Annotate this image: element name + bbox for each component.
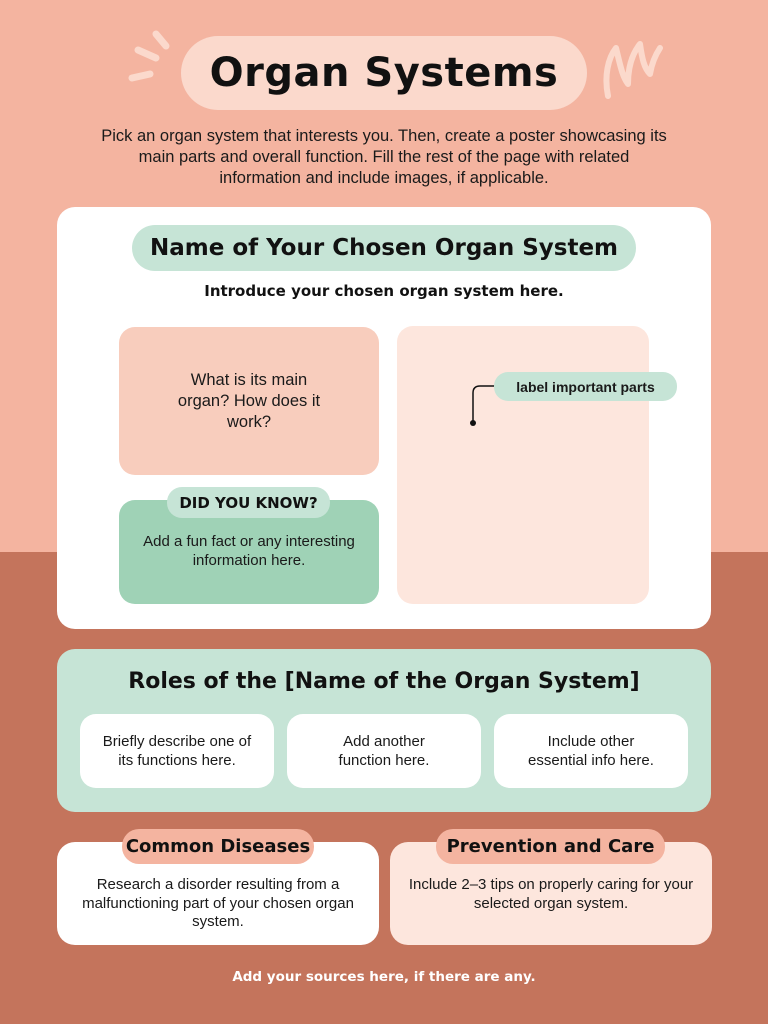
label-callout-text: label important parts [516, 378, 655, 395]
diseases-badge: Common Diseases [122, 829, 314, 864]
prevention-text: Include 2–3 tips on properly caring for … [408, 876, 694, 912]
main-organ-box: What is its main organ? How does it work… [119, 327, 379, 475]
prevention-heading: Prevention and Care [446, 836, 655, 857]
sources-text: Add your sources here, if there are any. [232, 969, 536, 985]
image-placeholder [397, 326, 649, 604]
did-you-know-label: DID YOU KNOW? [179, 493, 318, 512]
role-card-text: Include other essential info here. [528, 733, 654, 769]
sparkle-lines-icon [128, 30, 170, 82]
system-name-heading: Name of Your Chosen Organ System [149, 235, 619, 261]
role-card-text: Add another function here. [338, 733, 430, 769]
label-connector-icon [470, 385, 496, 426]
role-card: Briefly describe one of its functions he… [80, 714, 274, 788]
role-card-text: Briefly describe one of its functions he… [102, 733, 252, 769]
main-organ-text: What is its main organ? How does it work… [177, 370, 321, 431]
role-card: Add another function here. [287, 714, 481, 788]
diseases-text: Research a disorder resulting from a mal… [82, 876, 354, 930]
instructions-text: Pick an organ system that interests you.… [101, 127, 667, 187]
did-you-know-badge: DID YOU KNOW? [167, 487, 330, 518]
system-name-banner: Name of Your Chosen Organ System [132, 225, 636, 271]
diseases-heading: Common Diseases [125, 836, 311, 857]
did-you-know-text: Add a fun fact or any interesting inform… [143, 533, 355, 569]
prevention-badge: Prevention and Care [436, 829, 665, 864]
page-title: Organ Systems [209, 50, 559, 96]
label-callout: label important parts [494, 372, 677, 401]
title-banner: Organ Systems [181, 36, 587, 110]
roles-heading: Roles of the [Name of the Organ System] [128, 669, 640, 694]
system-intro-text: Introduce your chosen organ system here. [204, 282, 564, 300]
squiggle-icon [603, 41, 663, 99]
role-card: Include other essential info here. [494, 714, 688, 788]
